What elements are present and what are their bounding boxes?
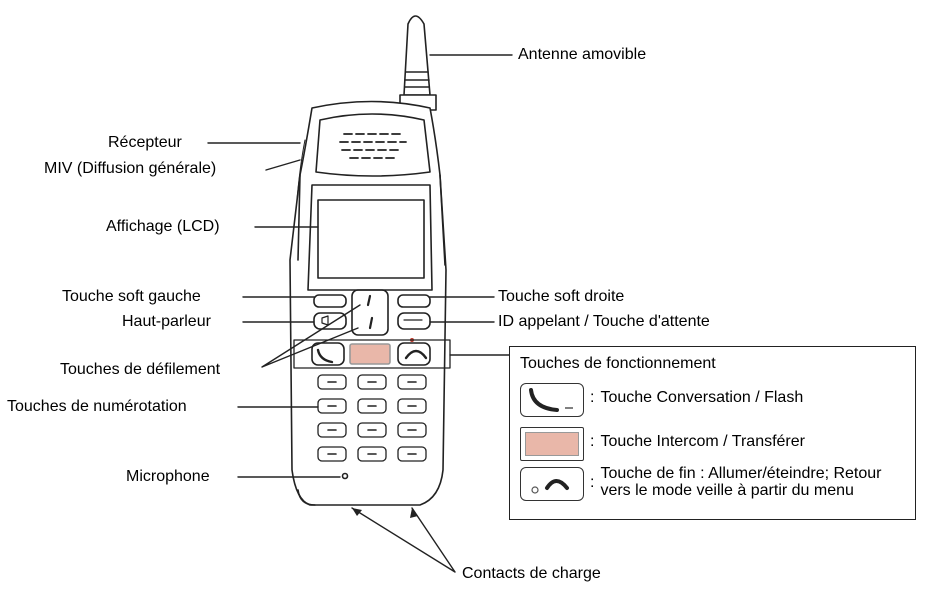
legend-row-intercom: : Touche Intercom / Transférer (520, 427, 910, 461)
intercom-key-icon (520, 427, 584, 461)
microphone-hole (341, 472, 349, 480)
label-miv: MIV (Diffusion générale) (44, 160, 217, 177)
legend-intercom-text: Touche Intercom / Transférer (600, 433, 805, 450)
antenna (399, 15, 437, 111)
soft-left-key (313, 294, 347, 308)
label-speaker: Haut-parleur (122, 313, 211, 330)
receiver-grille (339, 133, 407, 159)
label-charge: Contacts de charge (462, 565, 601, 582)
function-keys-legend: Touches de fonctionnement : Touche Conve… (509, 346, 916, 520)
label-soft-right: Touche soft droite (498, 288, 625, 305)
label-antenna: Antenne amovible (518, 46, 647, 63)
dial-keypad (317, 374, 427, 462)
lcd-screen (317, 199, 425, 279)
legend-title: Touches de fonctionnement (520, 355, 716, 372)
end-call-icon (520, 467, 584, 501)
caller-id-key (397, 312, 431, 330)
legend-row-end: : Touche de fin : Allumer/éteindre; Reto… (520, 465, 900, 501)
label-dial: Touches de numérotation (7, 398, 187, 415)
label-receiver: Récepteur (108, 134, 182, 151)
function-keys-bracket (293, 339, 451, 369)
arrow-heads (352, 508, 418, 518)
end-key (397, 342, 431, 366)
label-soft-left: Touche soft gauche (62, 288, 201, 305)
label-scroll: Touches de défilement (60, 361, 221, 378)
label-microphone: Microphone (126, 468, 210, 485)
talk-key (311, 342, 345, 366)
label-display: Affichage (LCD) (106, 218, 220, 235)
speaker-key (313, 312, 347, 330)
legend-talk-text: Touche Conversation / Flash (600, 389, 804, 406)
handset-body (289, 100, 447, 506)
legend-end-text: Touche de fin : Allumer/éteindre; Retour… (600, 465, 882, 499)
intercom-key (349, 343, 391, 365)
scroll-key (351, 289, 389, 336)
legend-row-talk: : Touche Conversation / Flash (520, 383, 910, 417)
leader-lines (207, 54, 513, 573)
phone-handset-icon (520, 383, 584, 417)
label-caller-id: ID appelant / Touche d'attente (498, 313, 710, 330)
soft-right-key (397, 294, 431, 308)
